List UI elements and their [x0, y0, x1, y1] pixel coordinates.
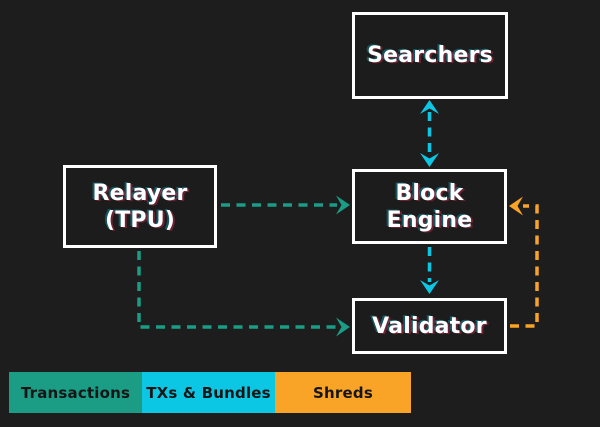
- arrowhead-right-icon: [336, 317, 350, 337]
- node-block-engine-label-line2: Engine: [386, 207, 473, 233]
- legend-item-shreds: Shreds: [275, 372, 411, 413]
- node-relayer-label-line2: (TPU): [104, 207, 176, 233]
- legend-item-txs-bundles: TXs & Bundles: [142, 372, 275, 413]
- edge-relayer-block-engine: [221, 195, 350, 215]
- legend-label-shreds: Shreds: [313, 383, 373, 402]
- arrowhead-up-icon: [420, 100, 439, 114]
- node-relayer-tpu: Relayer (TPU): [63, 165, 217, 248]
- legend-label-txs-bundles: TXs & Bundles: [146, 383, 271, 402]
- edge-relayer-validator: [137, 251, 350, 337]
- arrowhead-down-icon: [420, 280, 439, 294]
- node-searchers-label: Searchers: [367, 43, 493, 68]
- node-validator-label: Validator: [372, 313, 487, 339]
- legend-label-transactions: Transactions: [20, 383, 131, 402]
- node-block-engine-label-line1: Block: [395, 180, 464, 206]
- edge-block-engine-validator: [420, 247, 439, 294]
- arrowhead-left-icon: [509, 196, 523, 216]
- legend: Transactions TXs & Bundles Shreds: [9, 372, 411, 413]
- node-validator: Validator: [352, 298, 507, 354]
- node-relayer-label-line1: Relayer: [92, 180, 188, 206]
- legend-item-transactions: Transactions: [9, 372, 142, 413]
- edge-validator-block-engine: [509, 196, 539, 328]
- node-searchers: Searchers: [352, 12, 508, 99]
- edge-searchers-block-engine: [420, 100, 439, 167]
- arrowhead-right-icon: [336, 195, 350, 215]
- node-block-engine: Block Engine: [352, 169, 507, 244]
- arrowhead-down-icon: [420, 153, 439, 167]
